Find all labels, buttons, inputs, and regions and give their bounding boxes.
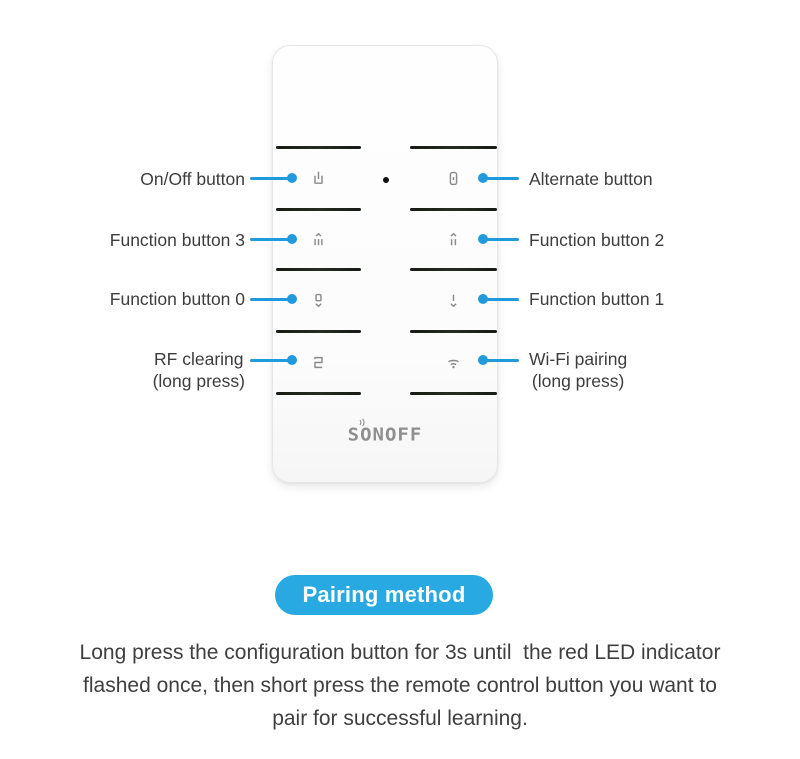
pairing-instructions: Long press the configuration button for … [0,636,800,735]
power-icon [314,171,323,184]
button-separator [410,268,497,271]
led-indicator [383,177,389,183]
callout-label-function-2: Function button 2 [529,230,665,250]
pairing-instructions-line: pair for successful learning. [272,707,528,730]
callout-label-function-1: Function button 1 [529,289,665,309]
alternate-icon [449,171,458,186]
pairing-instructions-line: Long press the configuration button for … [79,641,721,664]
button-separator [276,330,361,333]
callout-line [482,297,519,301]
pairing-instructions-line: flashed once, then short press the remot… [83,674,717,697]
callout-line [482,176,519,180]
function-0-icon [315,293,322,308]
button-separator [276,392,361,395]
sonoff-logo: SONOFF [273,418,497,447]
rf-clear-icon [314,356,323,369]
onoff-button[interactable] [276,149,361,208]
callout-label-onoff: On/Off button [140,169,245,189]
alternate-button[interactable] [410,149,497,208]
callout-line [250,358,291,362]
function-button-1[interactable] [410,271,497,330]
callout-dot [287,234,297,244]
button-separator [410,146,497,149]
pairing-method-badge[interactable]: Pairing method [275,575,493,615]
rf-clearing-button[interactable] [276,333,361,392]
callout-label-function-0: Function button 0 [109,289,245,309]
callout-line [482,358,519,362]
button-separator [276,208,361,211]
callout-label-alternate: Alternate button [529,169,653,189]
callout-line [250,297,291,301]
remote-device: SONOFF [272,45,498,483]
callout-dot [478,173,488,183]
callout-sublabel-line: (long press) [152,371,245,391]
function-button-0[interactable] [276,271,361,330]
callout-line [250,176,291,180]
callout-label-line: Wi-Fi pairing [529,349,628,369]
function-3-icon [314,232,323,246]
callout-label-function-3: Function button 3 [109,230,245,250]
callout-line [482,237,519,241]
callout-label-wifi-pairing: Wi-Fi pairing (long press) [529,348,627,392]
function-2-icon [450,232,457,246]
wifi-pairing-button[interactable] [410,333,497,392]
wifi-icon [448,359,459,369]
callout-label-rf-clearing: RF clearing (long press) [153,348,245,392]
callout-label-line: RF clearing [154,349,244,369]
signal-waves-icon [359,418,365,427]
callout-dot [478,355,488,365]
button-separator [276,268,361,271]
function-button-3[interactable] [276,211,361,268]
sonoff-logo-text: SONOFF [347,424,423,446]
callout-dot [287,355,297,365]
function-button-2[interactable] [410,211,497,268]
function-1-icon [450,294,457,308]
button-separator [410,392,497,395]
button-separator [410,330,497,333]
callout-line [250,237,291,241]
callout-dot [478,294,488,304]
callout-sublabel-line: (long press) [531,371,625,391]
callout-dot [478,234,488,244]
button-separator [276,146,361,149]
callout-dot [287,294,297,304]
callout-dot [287,173,297,183]
button-separator [410,208,497,211]
